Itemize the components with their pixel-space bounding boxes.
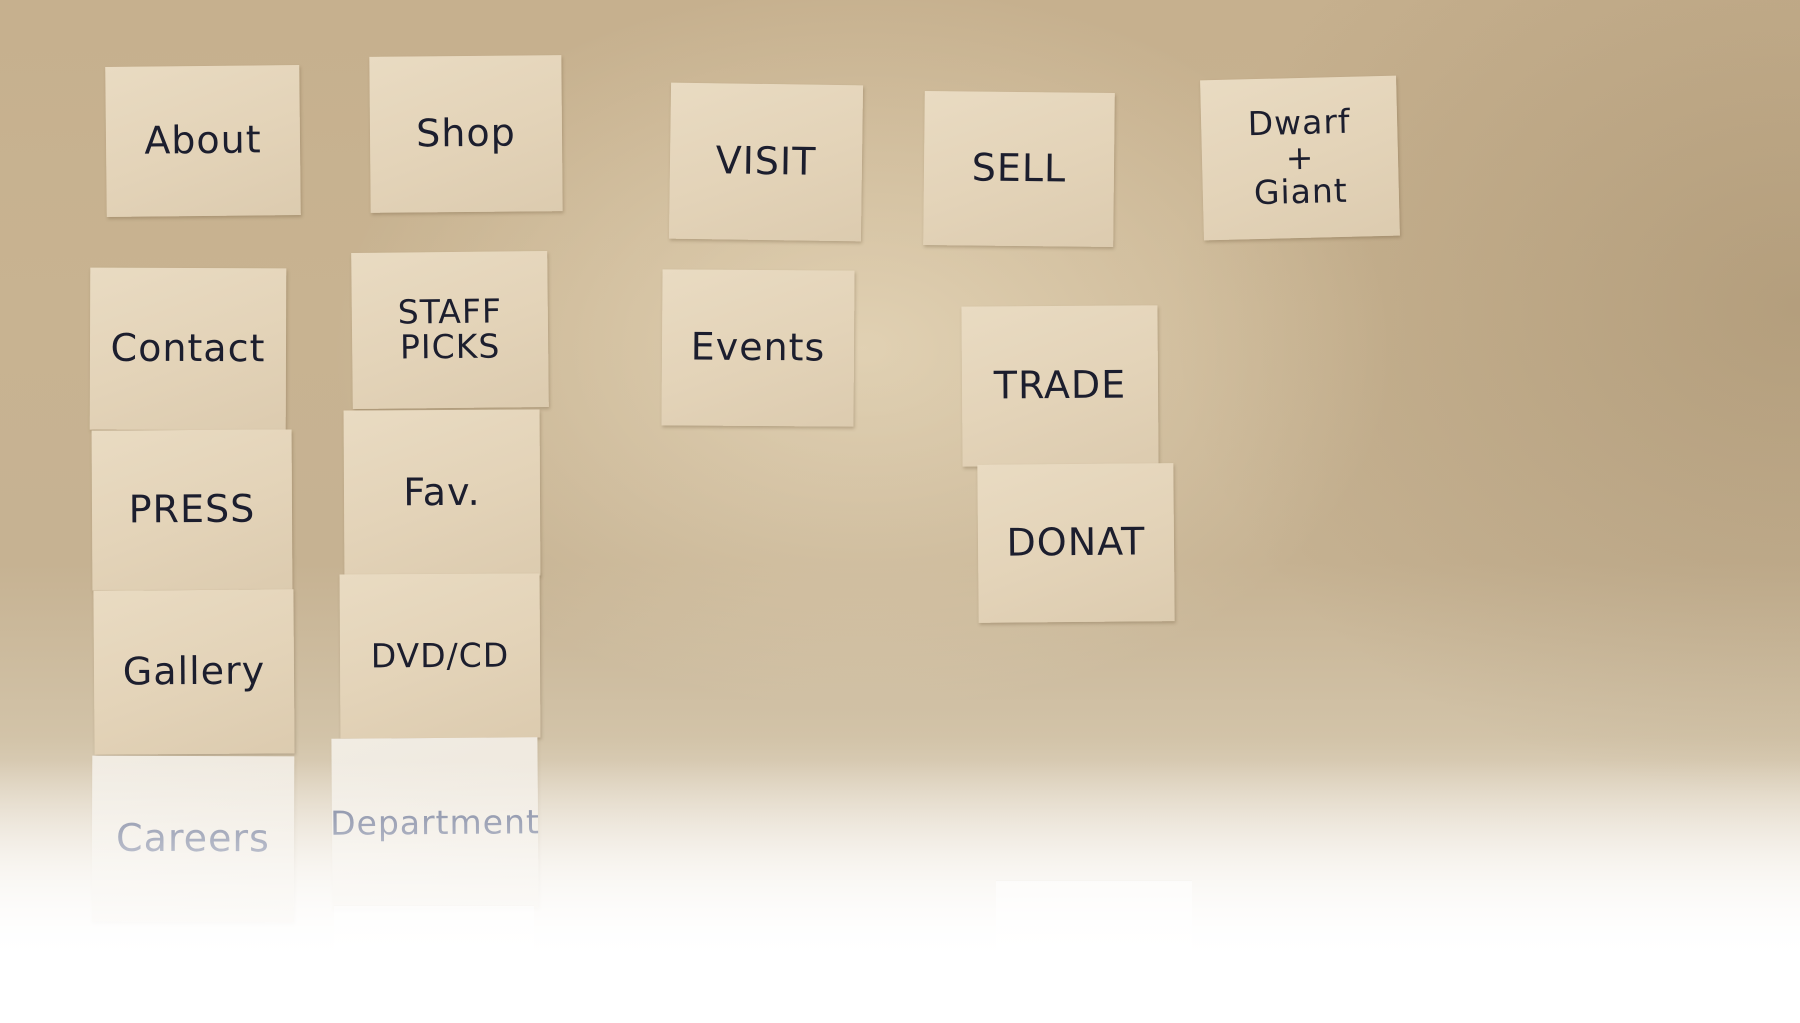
note-label-visit: VISIT bbox=[715, 138, 817, 184]
note-label-dwarf-giant: Dwarf + Giant bbox=[1247, 101, 1352, 213]
sticky-note-careers: Careers bbox=[91, 755, 295, 923]
note-label-press: PRESS bbox=[128, 486, 256, 532]
sticky-note-sell: SELL bbox=[923, 91, 1115, 247]
sticky-note-donat: DONAT bbox=[977, 463, 1175, 623]
sticky-note-dwarf-giant: Dwarf + Giant bbox=[1200, 75, 1400, 241]
sticky-note-press: PRESS bbox=[91, 429, 293, 591]
note-label-gallery: Gallery bbox=[122, 648, 266, 694]
sticky-note-staff-picks: STAFF PICKS bbox=[351, 250, 549, 410]
note-label-fav: Fav. bbox=[403, 469, 481, 515]
sticky-note-dvd-cd: DVD/CD bbox=[339, 573, 541, 739]
note-label-contact: Contact bbox=[110, 325, 266, 371]
note-label-shop: Shop bbox=[416, 110, 516, 156]
note-label-about: About bbox=[144, 117, 262, 163]
sticky-note-events: Events bbox=[661, 269, 855, 427]
sticky-note-visit: VISIT bbox=[668, 82, 864, 242]
note-label-dvd-cd: DVD/CD bbox=[370, 635, 510, 676]
sticky-note-fav: Fav. bbox=[343, 409, 541, 577]
note-label-sell: SELL bbox=[971, 145, 1067, 191]
note-label-careers: Careers bbox=[116, 815, 270, 861]
note-label-donat: DONAT bbox=[1006, 519, 1146, 565]
note-label-trade: TRADE bbox=[993, 362, 1127, 408]
sticky-note-about: About bbox=[105, 64, 301, 218]
ghost-note-bottom-left bbox=[334, 905, 534, 976]
note-label-department: Department bbox=[330, 801, 540, 843]
sticky-note-gallery: Gallery bbox=[93, 589, 295, 755]
sticky-note-trade: TRADE bbox=[961, 305, 1159, 467]
sticky-note-shop: Shop bbox=[369, 55, 563, 213]
note-label-events: Events bbox=[690, 324, 826, 370]
ghost-note-bottom bbox=[996, 880, 1192, 971]
sticky-note-department: Department bbox=[330, 737, 540, 909]
note-label-staff-picks: STAFF PICKS bbox=[397, 291, 503, 367]
sticky-note-contact: Contact bbox=[89, 267, 287, 431]
